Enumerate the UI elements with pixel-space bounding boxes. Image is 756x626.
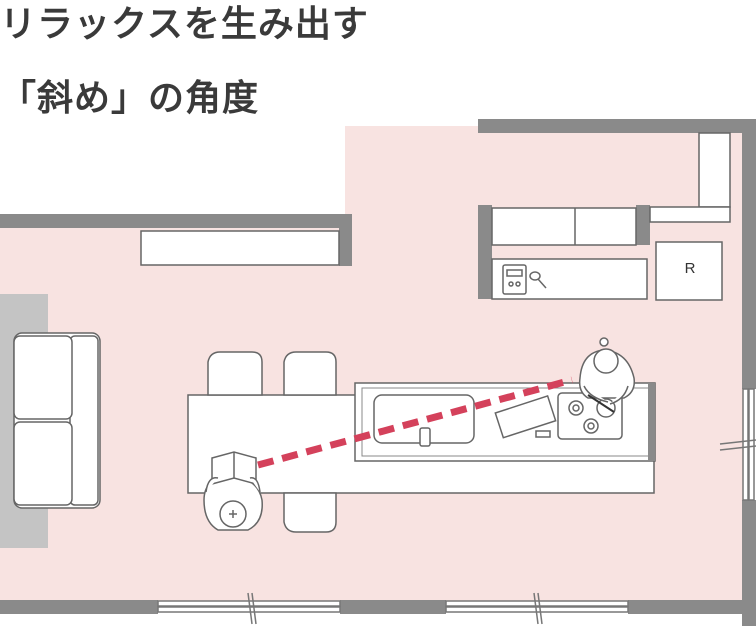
- floor-area: [0, 126, 745, 612]
- person-cooking-icon: [578, 337, 636, 413]
- sink: [373, 394, 475, 447]
- kitchen-cabinets: [491, 132, 731, 301]
- diagonal-sightline: [257, 376, 573, 469]
- walls: [0, 119, 756, 626]
- rice-cooker-icon: [502, 264, 527, 295]
- cutting-board: [494, 395, 557, 439]
- title-line-1: リラックスを生み出す: [0, 3, 369, 45]
- window-bottom-left: [157, 592, 341, 625]
- sofa: [13, 332, 101, 509]
- rice-paddle-icon: [529, 271, 547, 289]
- window-bottom-right: [445, 592, 629, 625]
- dining-chairs: [207, 351, 337, 533]
- tv-cabinet: [140, 230, 340, 266]
- title-line-2: 「斜め」の角度: [0, 77, 260, 119]
- person-reading-icon: [203, 451, 263, 531]
- window-right: [719, 388, 756, 501]
- fridge-label: R: [684, 260, 696, 277]
- stove: [557, 392, 623, 440]
